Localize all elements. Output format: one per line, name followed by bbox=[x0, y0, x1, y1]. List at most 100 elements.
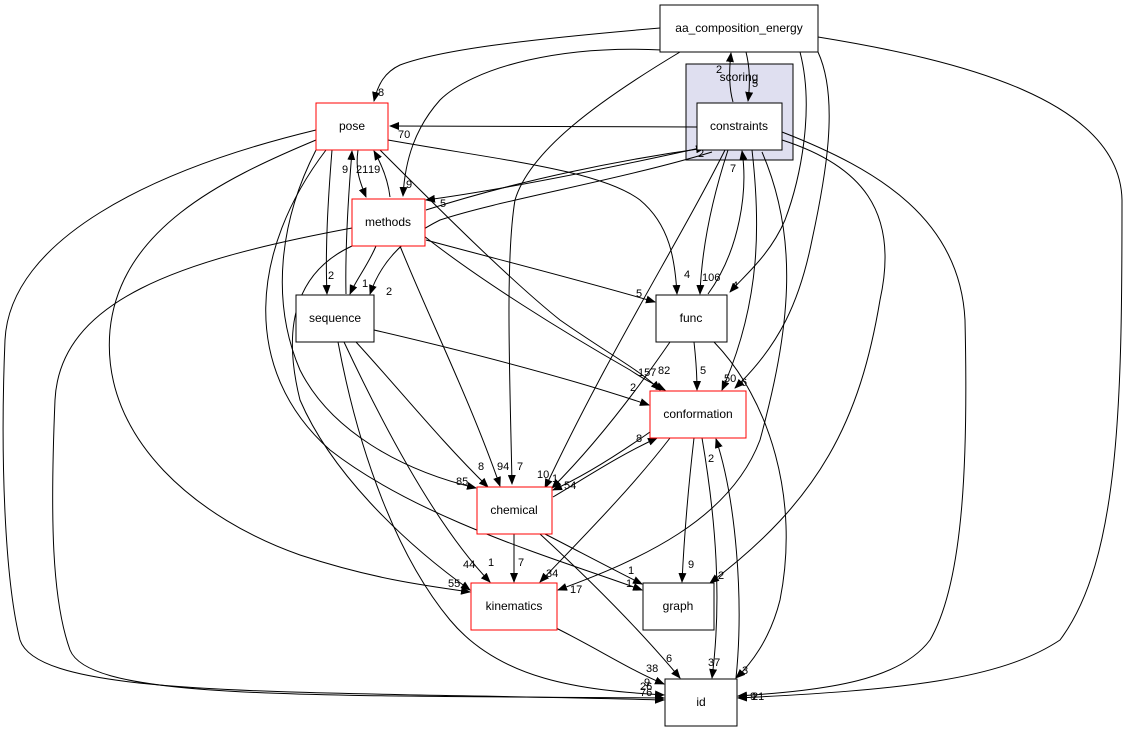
edge-constraints-to-id bbox=[737, 131, 967, 700]
edge-label: 2 bbox=[386, 286, 392, 298]
edge-conformation-to-id bbox=[701, 437, 718, 679]
edge-label: 2 bbox=[716, 64, 722, 76]
node-label: methods bbox=[365, 215, 411, 229]
edge-label: 106 bbox=[702, 272, 720, 284]
edge-label: 2 bbox=[708, 453, 714, 465]
edge-label: 6 bbox=[666, 653, 672, 665]
edge-label: 5 bbox=[752, 78, 758, 90]
node-label: id bbox=[696, 695, 705, 709]
edge-label: 34 bbox=[546, 568, 558, 580]
node-label: graph bbox=[663, 599, 694, 613]
edge-func-to-conformation bbox=[692, 341, 701, 391]
edge-label: 38 bbox=[646, 663, 658, 675]
edge-aa-to-id bbox=[737, 36, 1123, 702]
edge-label: 19 bbox=[368, 164, 380, 176]
edge-pose-to-id bbox=[2, 129, 665, 704]
edge-pose-to-kinematics bbox=[108, 139, 471, 595]
edge-aa-to-pose bbox=[372, 27, 661, 102]
edge-sequence-to-kinematics bbox=[343, 341, 491, 583]
edge-label: 50 bbox=[724, 373, 736, 385]
node-id[interactable]: id bbox=[664, 678, 738, 727]
edge-label: 8 bbox=[478, 461, 484, 473]
node-constraints[interactable]: constraints bbox=[696, 102, 783, 151]
edge-label: 2 bbox=[328, 270, 334, 282]
edge-label: 4 bbox=[732, 280, 738, 292]
edge-methods-to-pose bbox=[373, 150, 391, 198]
node-aa-composition-energy[interactable]: aa_composition_energy bbox=[659, 4, 819, 53]
node-chemical[interactable]: chemical bbox=[476, 486, 553, 535]
edge-label: 6 bbox=[741, 377, 747, 389]
node-label: kinematics bbox=[486, 599, 543, 613]
edge-methods-to-kinematics bbox=[291, 245, 471, 591]
edge-constraints-to-chemical bbox=[544, 149, 726, 489]
edge-label: 9 bbox=[342, 164, 348, 176]
edge-methods-to-pose-b bbox=[345, 150, 356, 295]
edge-aa-to-func bbox=[729, 51, 807, 293]
edge-label: 44 bbox=[463, 559, 475, 571]
edge-label: 1 bbox=[628, 565, 634, 577]
node-kinematics[interactable]: kinematics bbox=[470, 582, 558, 631]
edge-methods-to-id bbox=[52, 227, 665, 702]
edge-label: 9 bbox=[750, 691, 756, 703]
edge-constraints-to-func bbox=[696, 149, 729, 295]
edge-aa-to-methods bbox=[399, 48, 691, 197]
edge-label: 2 bbox=[718, 570, 724, 582]
edge-label: 5 bbox=[636, 288, 642, 300]
edge-pose-to-conformation bbox=[379, 149, 661, 391]
edge-methods-to-sequence bbox=[349, 245, 377, 295]
edge-label: 76 bbox=[640, 687, 652, 699]
edge-pose-to-graph bbox=[265, 149, 643, 591]
edge-label: 85 bbox=[456, 476, 468, 488]
node-sequence[interactable]: sequence bbox=[295, 294, 375, 343]
edge-kinematics-to-id bbox=[555, 627, 665, 685]
edge-label: 9 bbox=[406, 179, 412, 191]
edge-func-to-id bbox=[713, 341, 787, 679]
edge-label: 21 bbox=[752, 691, 764, 703]
edge-labels: 8 5 2 70 9 5 2 21 9 19 2 1 2 4 5 106 4 7… bbox=[328, 64, 764, 703]
edge-methods-to-constraints bbox=[425, 145, 706, 211]
edge-label: 1 bbox=[552, 473, 558, 485]
edge-chemical-to-graph bbox=[544, 533, 643, 585]
edge-label: 1 bbox=[626, 578, 632, 590]
edge-label: 21 bbox=[356, 164, 368, 176]
edge-constraints-to-aa bbox=[725, 52, 734, 103]
edge-label: 26 bbox=[640, 681, 652, 693]
node-label: constraints bbox=[710, 119, 768, 133]
edge-label: 3 bbox=[742, 665, 748, 677]
edge-label: 17 bbox=[570, 584, 582, 596]
edge-label: 7 bbox=[517, 461, 523, 473]
edge-label: 2 bbox=[630, 382, 636, 394]
node-func[interactable]: func bbox=[655, 294, 728, 343]
edge-constraints-to-sequence bbox=[369, 151, 713, 295]
node-label: pose bbox=[339, 119, 365, 133]
edge-constraints-to-graph bbox=[709, 139, 886, 584]
edge-label: 55 bbox=[448, 578, 460, 590]
edge-label: 1 bbox=[488, 557, 494, 569]
edge-constraints-to-methods bbox=[425, 147, 701, 203]
edge-chemical-to-id bbox=[539, 533, 681, 679]
edge-label: 8 bbox=[636, 433, 642, 445]
edge-sequence-to-conformation bbox=[373, 329, 650, 406]
edge-label: 1 bbox=[362, 278, 368, 290]
edge-chemical-to-conformation bbox=[552, 437, 658, 498]
edge-label: 70 bbox=[398, 129, 410, 141]
edge-label: 7 bbox=[518, 557, 524, 569]
edge-label: 94 bbox=[497, 461, 509, 473]
edge-label: 157 bbox=[638, 367, 656, 379]
edge-methods-to-conformation bbox=[423, 235, 666, 391]
node-pose[interactable]: pose bbox=[315, 102, 389, 151]
node-conformation[interactable]: conformation bbox=[649, 390, 747, 439]
edge-constraints-to-conformation bbox=[721, 149, 758, 391]
node-label: sequence bbox=[309, 311, 361, 325]
node-graph[interactable]: graph bbox=[642, 582, 715, 631]
node-label: chemical bbox=[490, 503, 537, 517]
edge-constraints-to-kinematics bbox=[557, 151, 788, 591]
node-methods[interactable]: methods bbox=[351, 198, 426, 247]
edge-label: 4 bbox=[684, 269, 690, 281]
edge-methods-to-chemical bbox=[399, 245, 501, 487]
edge-conformation-to-graph bbox=[678, 437, 695, 583]
edge-id-to-conformation bbox=[714, 438, 740, 679]
edge-pose-to-methods bbox=[356, 149, 367, 198]
edge-conformation-to-kinematics bbox=[539, 437, 671, 583]
